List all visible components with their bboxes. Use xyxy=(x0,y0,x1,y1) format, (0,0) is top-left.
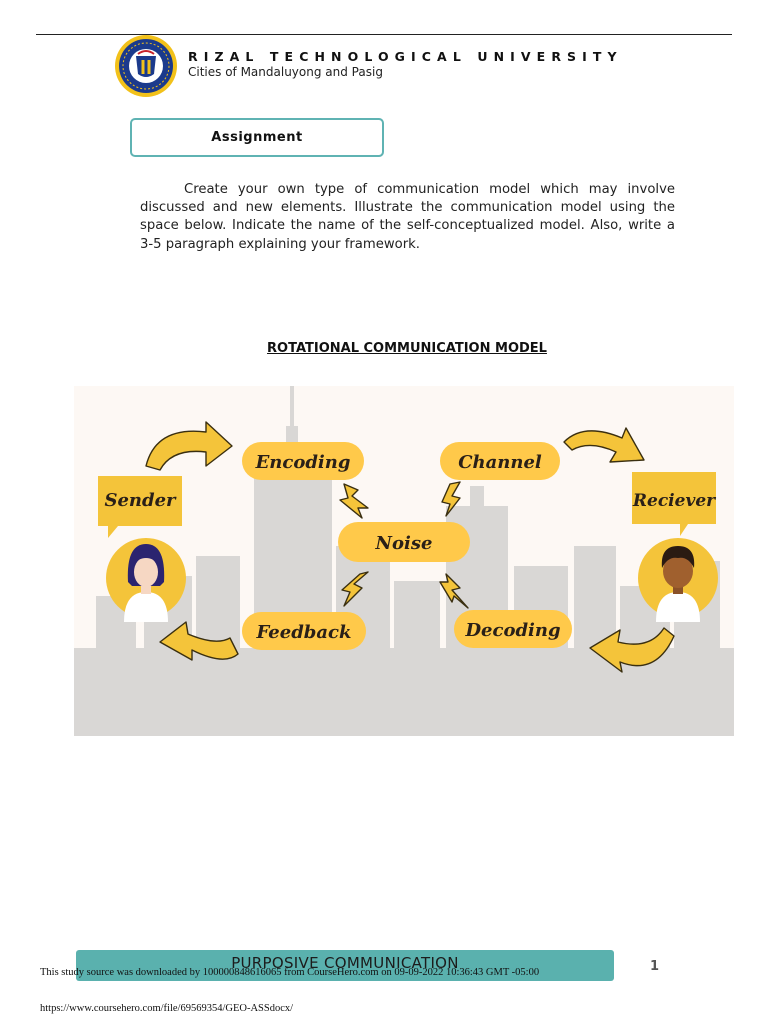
noise-label: Noise xyxy=(375,533,433,554)
assignment-label-box: Assignment xyxy=(130,118,384,157)
curved-arrow-icon xyxy=(589,627,675,673)
top-rule xyxy=(36,34,732,35)
feedback-label: Feedback xyxy=(256,622,352,643)
campus-subtitle: Cities of Mandaluyong and Pasig xyxy=(188,65,383,79)
curved-arrow-icon xyxy=(563,427,645,463)
noise-node: Noise xyxy=(338,522,470,562)
encoding-label: Encoding xyxy=(255,452,351,473)
male-avatar-icon xyxy=(638,538,718,622)
assignment-instructions: Create your own type of communication mo… xyxy=(140,182,675,252)
sender-callout: Sender xyxy=(98,476,182,538)
decoding-label: Decoding xyxy=(464,620,560,641)
page-number: 1 xyxy=(650,959,660,974)
course-footer-label: PURPOSIVE COMMUNICATION xyxy=(231,954,459,972)
curved-arrow-icon xyxy=(159,621,239,661)
receiver-callout: Reciever xyxy=(632,472,716,536)
course-footer-bar xyxy=(76,950,614,981)
channel-label: Channel xyxy=(458,452,542,473)
channel-node: Channel xyxy=(440,442,560,480)
model-title: ROTATIONAL COMMUNICATION MODEL xyxy=(267,341,547,356)
lightning-bolt-icon xyxy=(339,483,369,519)
curved-arrow-icon xyxy=(145,421,233,471)
lightning-bolt-icon xyxy=(439,573,469,609)
communication-model-diagram: Sender Reciever Encoding Channel No xyxy=(74,386,734,736)
source-url: https://www.coursehero.com/file/69569354… xyxy=(40,1003,294,1014)
lightning-bolt-icon xyxy=(441,481,461,517)
university-seal-icon xyxy=(115,35,177,97)
encoding-node: Encoding xyxy=(242,442,364,480)
female-avatar-icon xyxy=(106,538,186,622)
university-name: RIZAL TECHNOLOGICAL UNIVERSITY xyxy=(188,49,623,64)
lightning-bolt-icon xyxy=(341,571,369,607)
decoding-node: Decoding xyxy=(454,610,572,648)
sender-label: Sender xyxy=(104,490,177,511)
download-watermark: This study source was downloaded by 1000… xyxy=(40,967,540,978)
feedback-node: Feedback xyxy=(242,612,366,650)
assignment-label: Assignment xyxy=(211,130,303,145)
receiver-label: Reciever xyxy=(632,491,716,511)
